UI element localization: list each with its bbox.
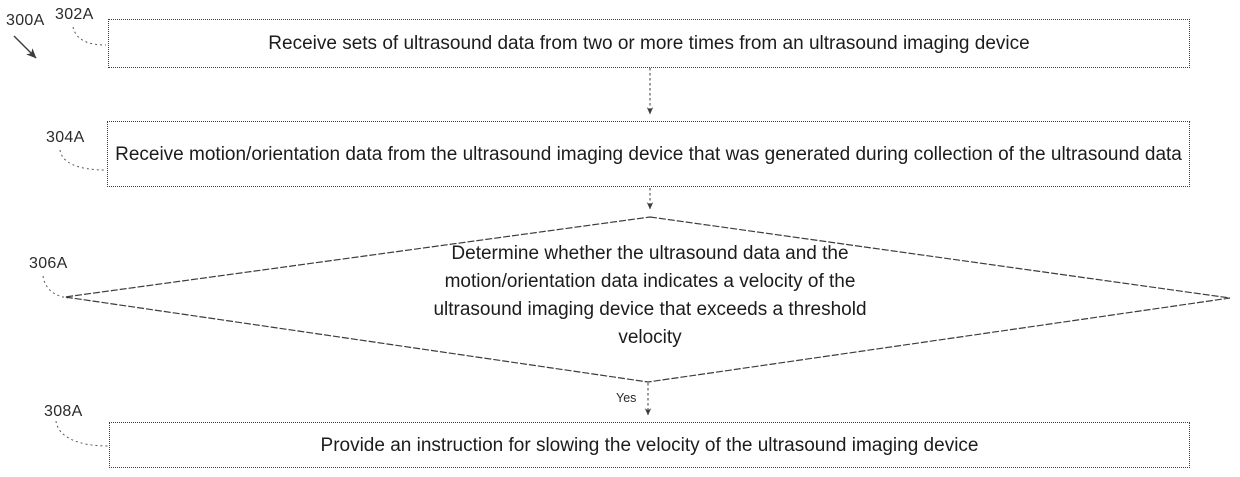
- decision-text-line-2: motion/orientation data indicates a velo…: [444, 271, 856, 292]
- leader-line-302A: [72, 26, 107, 46]
- process-box-308A: Provide an instruction for slowing the v…: [109, 422, 1190, 468]
- node-label-308A: 308A: [44, 403, 83, 420]
- yes-branch-label: Yes: [616, 391, 637, 405]
- process-box-302A: Receive sets of ultrasound data from two…: [108, 19, 1190, 68]
- process-box-302A-text: Receive sets of ultrasound data from two…: [268, 33, 1030, 54]
- leader-line-304A: [59, 149, 107, 171]
- figure-ref-arrow: [13, 35, 37, 59]
- decision-box-306A-text: Determine whether the ultrasound data an…: [390, 240, 910, 352]
- process-box-304A-text: Receive motion/orientation data from the…: [115, 143, 1182, 165]
- figure-ref-label: 300A: [6, 12, 45, 29]
- decision-text-line-1: Determine whether the ultrasound data an…: [451, 243, 849, 264]
- process-box-304A: Receive motion/orientation data from the…: [107, 121, 1190, 187]
- leader-line-308A: [55, 420, 109, 447]
- node-label-304A: 304A: [46, 129, 85, 146]
- node-label-302A: 302A: [55, 6, 94, 23]
- node-label-306A: 306A: [29, 255, 68, 272]
- leader-line-306A: [42, 275, 69, 299]
- decision-text-line-4: velocity: [618, 327, 682, 348]
- decision-diamond-shape: [64, 216, 1231, 383]
- decision-text-line-3: ultrasound imaging device that exceeds a…: [433, 299, 867, 320]
- process-box-308A-text: Provide an instruction for slowing the v…: [320, 434, 979, 456]
